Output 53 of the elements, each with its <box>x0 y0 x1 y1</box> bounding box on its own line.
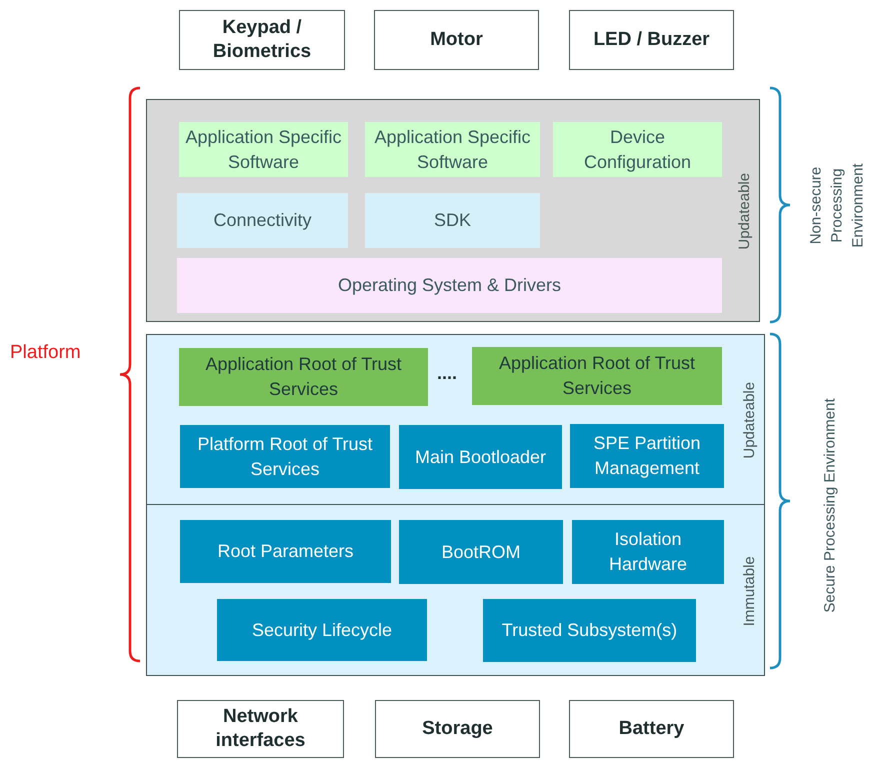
vertical-label: Immutable <box>740 556 759 626</box>
service-box <box>399 520 563 584</box>
box-label: Operating System & Drivers <box>338 274 562 297</box>
box-label: Device Configuration <box>582 126 692 174</box>
box-label: Storage <box>422 717 493 741</box>
box-label: Connectivity <box>213 209 312 232</box>
environment-panel <box>146 504 765 676</box>
box-label: Main Bootloader <box>414 446 546 468</box>
vertical-label: Updateable <box>734 173 754 250</box>
software-box <box>177 193 348 248</box>
service-box <box>180 425 390 488</box>
service-box <box>180 520 391 583</box>
peripheral-box <box>374 10 539 70</box>
box-label: Application Root of Trust Services <box>204 353 403 401</box>
box-label: Security Lifecycle <box>252 618 392 642</box>
group-label: Non-secure Processing Environment <box>806 162 868 248</box>
box-label: LED / Buzzer <box>593 28 710 52</box>
box-label: Platform Root of Trust Services <box>196 432 374 480</box>
service-box <box>570 424 724 488</box>
box-label: Motor <box>430 28 483 52</box>
software-box <box>553 122 722 177</box>
box-label: SDK <box>434 209 471 232</box>
box-label: Keypad / Biometrics <box>212 16 312 64</box>
ellipsis: .... <box>436 362 458 385</box>
service-box <box>399 425 562 489</box>
service-box <box>483 599 696 662</box>
software-box <box>365 193 540 248</box>
box-label: Battery <box>618 717 684 741</box>
box-label: BootROM <box>441 540 521 564</box>
box-label: Application Root of Trust Services <box>498 352 696 400</box>
box-label: SPE Partition Management <box>592 432 702 480</box>
environment-panel <box>146 99 760 322</box>
service-box <box>217 599 427 661</box>
box-label: Root Parameters <box>217 540 354 563</box>
box-label: Isolation Hardware <box>608 528 688 576</box>
peripheral-box <box>375 700 540 758</box>
peripheral-box <box>177 700 344 758</box>
box-label: Network interfaces <box>214 705 306 753</box>
box-label: Application Specific Software <box>184 126 343 174</box>
vertical-label: Updateable <box>740 382 759 459</box>
service-box <box>572 520 724 584</box>
environment-panel <box>146 334 765 505</box>
box-label: Application Specific Software <box>373 126 532 174</box>
peripheral-box <box>179 10 345 70</box>
group-label: Platform <box>10 341 81 365</box>
service-box <box>472 347 722 405</box>
peripheral-box <box>569 700 734 758</box>
software-box <box>365 122 540 177</box>
group-label: Secure Processing Environment <box>820 396 840 614</box>
box-label: Trusted Subsystem(s) <box>502 619 678 642</box>
service-box <box>179 348 428 406</box>
peripheral-box <box>569 10 734 70</box>
software-box <box>177 258 722 313</box>
